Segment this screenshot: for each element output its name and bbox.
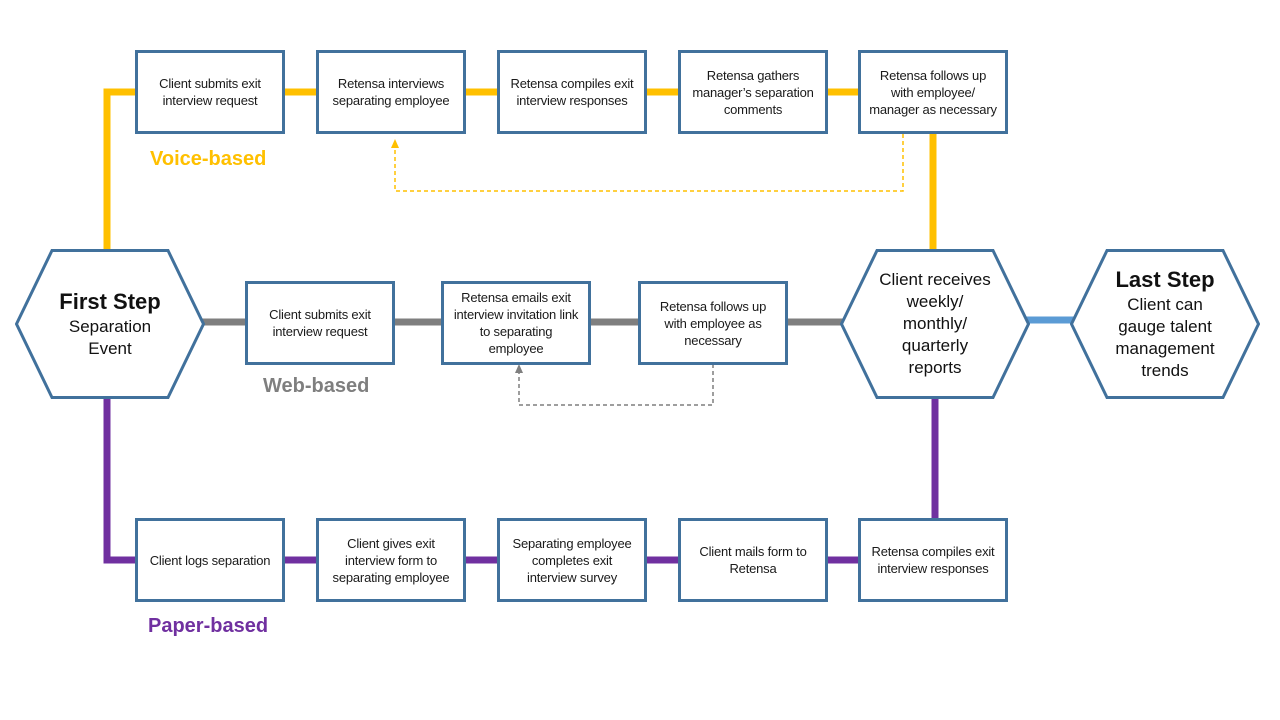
- voice-step-3: Retensa compiles exit interview response…: [497, 50, 647, 134]
- reports-text-4: quarterly: [901, 336, 969, 355]
- hexagon-shape: [15, 249, 205, 399]
- paper-step-4: Client mails form to Retensa: [678, 518, 828, 602]
- paper-step-1: Client logs separation: [135, 518, 285, 602]
- web-loop-arrow: [518, 364, 714, 406]
- last-step-hexagon: Last Step Client can gauge talent manage…: [1070, 249, 1260, 399]
- web-step-2: Retensa emails exit interview invitation…: [441, 281, 591, 365]
- paper-lane-label: Paper-based: [148, 615, 269, 637]
- voice-step-1: Client submits exit interview request: [135, 50, 285, 134]
- voice-step-4: Retensa gathers manager’s separation com…: [678, 50, 828, 134]
- web-step-1: Client submits exit interview request: [245, 281, 395, 365]
- last-step-text-3: management: [1115, 339, 1215, 358]
- hexagon-shape: [840, 249, 1030, 399]
- voice-step-2: Retensa interviews separating employee: [316, 50, 466, 134]
- first-step-hexagon: First Step Separation Event: [15, 249, 205, 399]
- first-step-text-2: Event: [88, 339, 132, 358]
- last-step-text-2: gauge talent: [1118, 317, 1212, 336]
- first-step-heading: First Step: [59, 289, 161, 314]
- reports-text-1: Client receives: [879, 270, 991, 289]
- reports-text-5: reports: [908, 358, 962, 377]
- voice-lane-label: Voice-based: [150, 148, 267, 170]
- reports-text-3: monthly/: [902, 314, 968, 333]
- web-lane-label: Web-based: [263, 375, 370, 397]
- paper-step-5: Retensa compiles exit interview response…: [858, 518, 1008, 602]
- last-step-text-1: Client can: [1127, 295, 1203, 314]
- last-step-heading: Last Step: [1115, 267, 1215, 292]
- reports-hexagon: Client receives weekly/ monthly/ quarter…: [840, 249, 1030, 399]
- voice-step-5: Retensa follows up with employee/ manage…: [858, 50, 1008, 134]
- voice-loop-arrowhead: [391, 139, 399, 148]
- last-step-text-4: trends: [1141, 361, 1189, 380]
- paper-step-3: Separating employee completes exit inter…: [497, 518, 647, 602]
- web-loop-arrowhead: [515, 364, 523, 373]
- first-step-text-1: Separation: [68, 317, 152, 336]
- hexagon-shape: [1070, 249, 1260, 399]
- voice-loop-arrow: [394, 134, 904, 192]
- web-step-3: Retensa follows up with employee as nece…: [638, 281, 788, 365]
- paper-step-2: Client gives exit interview form to sepa…: [316, 518, 466, 602]
- reports-text-2: weekly/: [906, 292, 964, 311]
